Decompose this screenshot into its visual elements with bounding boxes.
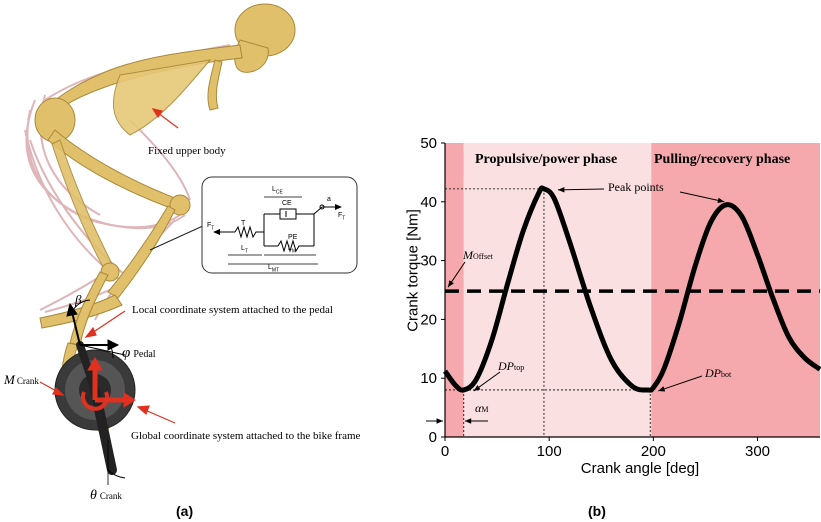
axis-ticks: 0 10 20 30 40 50 0 100 200 300 [420, 135, 770, 460]
y-tick-label-40: 40 [420, 194, 437, 211]
lm-label: LM [288, 245, 297, 255]
x-tick-label-200: 200 [641, 443, 666, 460]
phase-pulling-label: Pulling/recovery phase [654, 152, 791, 167]
x-tick-label-100: 100 [537, 443, 562, 460]
phase-propulsive-label: Propulsive/power phase [475, 152, 618, 167]
x-axis-title: Crank angle [deg] [580, 460, 700, 477]
dp-top-arrow-head [473, 384, 481, 391]
y-tick-label-10: 10 [420, 370, 437, 387]
y-tick-label-30: 30 [420, 253, 437, 270]
x-tick-label-0: 0 [441, 443, 449, 460]
dp-bot-arrow-head [658, 386, 666, 392]
y-axis-title-box: Crank torque [Nm] [405, 172, 425, 372]
pe-label: PE [288, 234, 298, 241]
global-coordinate-system [81, 357, 136, 411]
m-offset-label: MOffset [463, 248, 493, 262]
beta-arc [71, 299, 91, 313]
lmt-label: LMT [268, 264, 280, 274]
peak-points-label: Peak points [608, 180, 664, 194]
panel-a-label: (a) [176, 503, 194, 519]
ft-right-label: FT [338, 212, 346, 222]
peak2-arrow-head [717, 197, 725, 204]
tendon-label: T [241, 220, 246, 227]
crank-arm [90, 385, 117, 475]
lt-label: LT [241, 245, 248, 255]
phi-arc [109, 344, 114, 359]
peak1-arrow-head [557, 187, 565, 193]
annotation-arrows [39, 108, 179, 424]
alpha-right-arrow-head [464, 418, 472, 424]
x-tick-label-300: 300 [745, 443, 770, 460]
alpha-m-label: αM [475, 401, 489, 415]
fixed-upper-body-label: Fixed upper body [148, 145, 226, 157]
lce-label: LCE [272, 186, 283, 196]
peak1-arrow-shaft [557, 188, 605, 191]
y-tick-label-20: 20 [420, 311, 437, 328]
ce-label: CE [282, 200, 292, 207]
y-tick-label-50: 50 [420, 135, 437, 152]
local-coordinate-label: Local coordinate system attached to the … [132, 304, 333, 316]
alpha-left-arrow-head [436, 418, 443, 424]
torque-line [442, 185, 821, 393]
beta-symbol: β [75, 292, 82, 307]
dp-top-label: DPtop [498, 359, 525, 373]
dp-bot-arrow-shaft [658, 375, 703, 392]
callout-line [149, 224, 206, 251]
global-coordinate-label: Global coordinate system attached to the… [131, 430, 361, 442]
y-axis-title: Crank torque [Nm] [404, 209, 422, 332]
panel-b-label: (b) [588, 503, 606, 519]
peak2-arrow-shaft [679, 191, 725, 203]
ft-left-label: FT [207, 222, 215, 232]
theta-arc [107, 469, 126, 479]
guide-lines [445, 188, 820, 437]
y-tick-label-0: 0 [429, 429, 437, 446]
alpha-label: a [327, 196, 331, 203]
local-coordinate-system [66, 302, 126, 356]
chart-annotations [426, 187, 725, 424]
m-offset-arrow-head [448, 280, 454, 288]
muscle-model-box [201, 176, 358, 274]
torque-curve [442, 185, 821, 393]
skeleton [34, 3, 296, 435]
dp-bot-label: DPbot [705, 366, 732, 380]
